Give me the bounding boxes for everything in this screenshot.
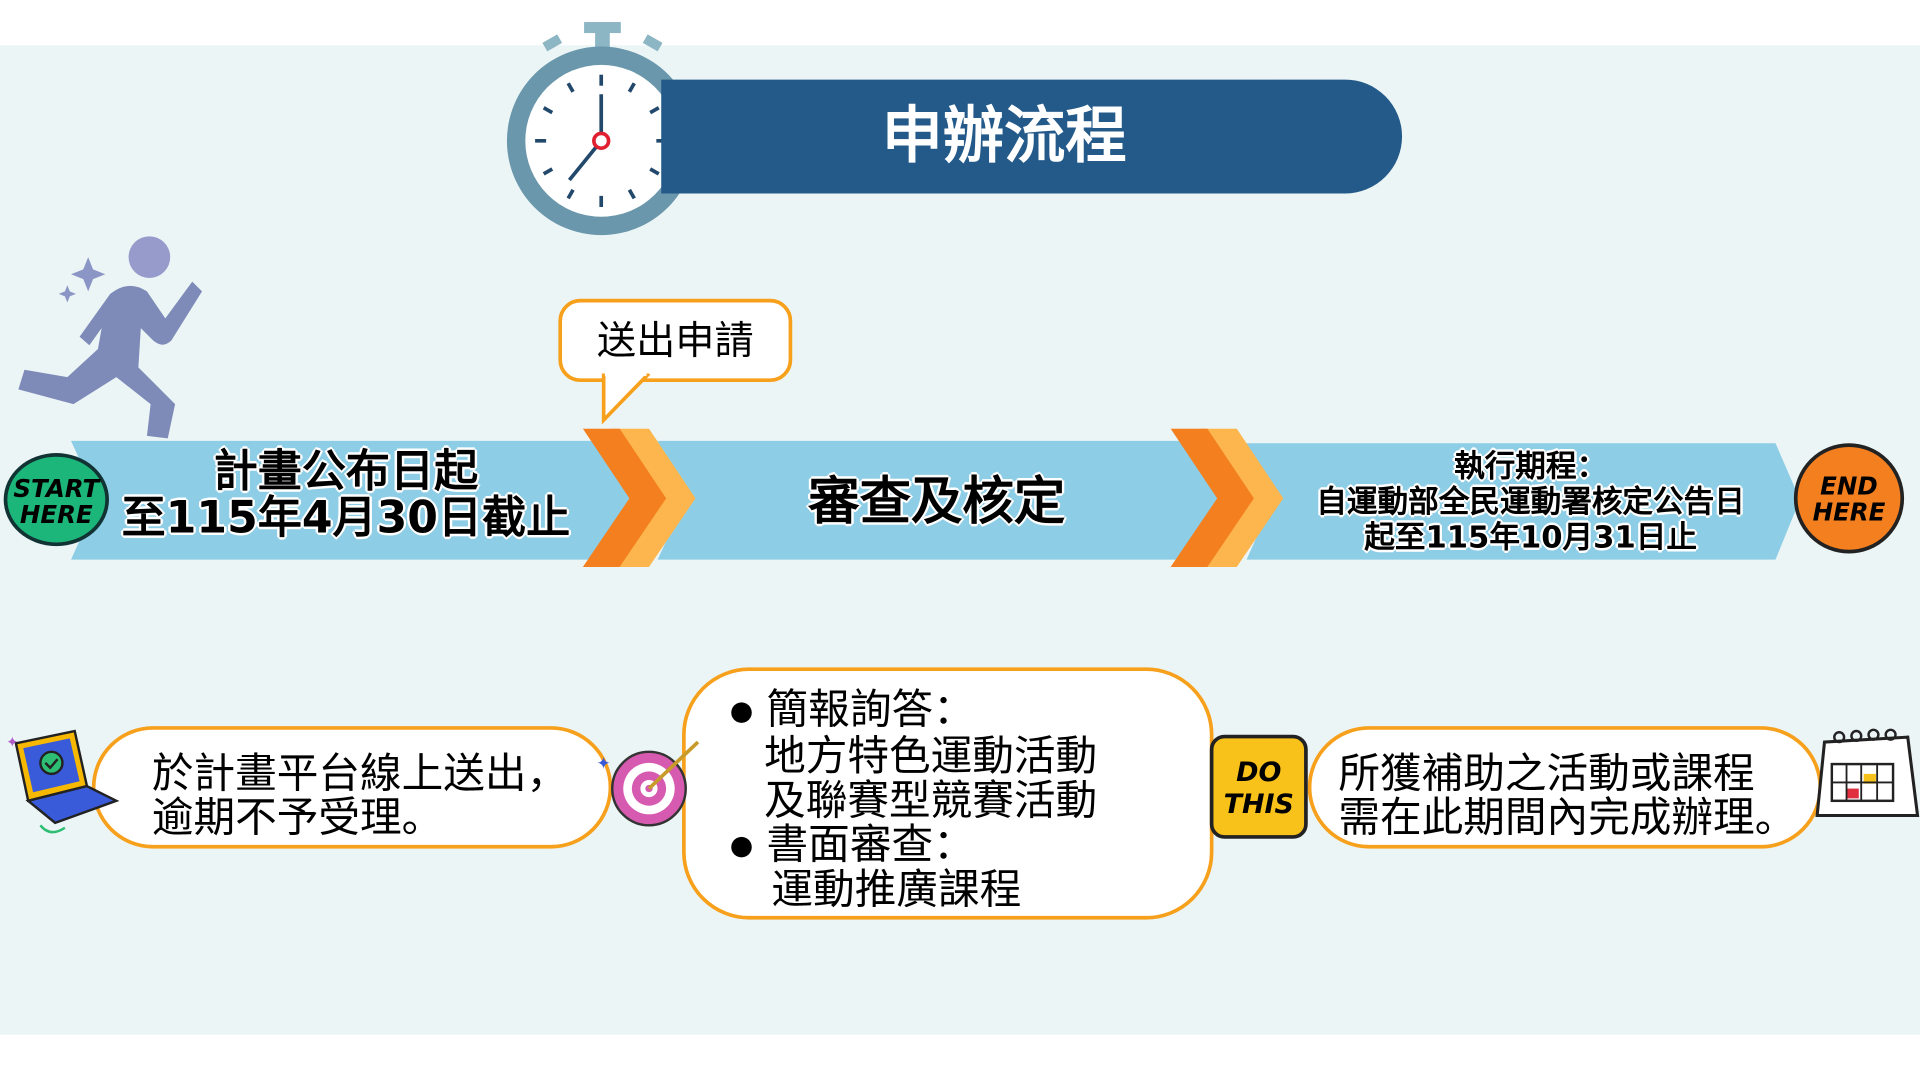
note-submit: 於計畫平台線上送出， 逾期不予受理。 (91, 726, 613, 849)
badge-text: HERE (19, 499, 93, 529)
step-line: 至115年4月30日截止 (121, 493, 571, 544)
badge-text: THIS (1223, 789, 1294, 821)
target-icon: ✦ (596, 740, 700, 827)
step-2-text: 審查及核定 (698, 471, 1176, 532)
badge-text: HERE (1812, 497, 1886, 527)
step-line: 審查及核定 (808, 471, 1066, 532)
chevron-icon (612, 428, 696, 567)
svg-text:✦: ✦ (6, 734, 18, 751)
badge-text: END (1820, 471, 1878, 501)
submit-application-bubble: 送出申請 (558, 298, 793, 383)
stopwatch-icon (506, 22, 696, 236)
svg-text:✦: ✦ (596, 754, 610, 774)
note-line: 逾期不予受理。 (151, 793, 444, 843)
chevron-icon (582, 428, 667, 567)
review-item-line: 地方特色運動活動 (764, 731, 1098, 781)
chevron-icon (1170, 428, 1254, 567)
step-1-text: 計畫公布日起 至115年4月30日截止 (116, 449, 575, 542)
band-segment-3 (1246, 443, 1801, 560)
step-line: 計畫公布日起 (213, 446, 479, 498)
badge-text: START (13, 473, 100, 504)
note-line: 需在此期間內完成辦理。 (1338, 793, 1797, 843)
review-item: ● 書面審查： (729, 819, 975, 869)
review-item-line: 及聯賽型競賽活動 (764, 775, 1098, 825)
step-3-text: 執行期程： 自運動部全民運動署核定公告日 起至115年10月31日止 (1280, 448, 1782, 555)
step-line: 執行期程： (1454, 448, 1608, 484)
title-banner (661, 79, 1403, 194)
note-line: 於計畫平台線上送出， (151, 749, 569, 799)
laptop-icon: ✦ (6, 729, 120, 834)
band-segment-2 (657, 440, 1219, 560)
page-title: 申辦流程 (881, 100, 1127, 172)
review-item: ● 簡報詢答： (729, 685, 975, 735)
calendar-icon (1815, 728, 1920, 818)
note-line: 所獲補助之活動或課程 (1338, 749, 1755, 799)
note-execution: 所獲補助之活動或課程 需在此期間內完成辦理。 (1307, 726, 1823, 849)
bubble-tail (601, 373, 651, 425)
review-item-title: 書面審查： (766, 819, 975, 869)
timeline-band (71, 428, 1801, 567)
step-line: 起至115年10月31日止 (1364, 519, 1698, 555)
step-line: 自運動部全民運動署核定公告日 (1316, 483, 1745, 520)
bubble-label: 送出申請 (596, 317, 754, 364)
badge-text: DO (1236, 757, 1282, 789)
band-segment-1 (71, 440, 631, 560)
note-review: ● 簡報詢答： 地方特色運動活動 及聯賽型競賽活動 ● 書面審查： 運動推廣課程 (682, 667, 1214, 920)
runner-icon (18, 236, 203, 439)
review-item-line: 運動推廣課程 (771, 865, 1022, 915)
chevron-icon (1200, 428, 1284, 567)
review-item-title: 簡報詢答： (766, 685, 975, 735)
